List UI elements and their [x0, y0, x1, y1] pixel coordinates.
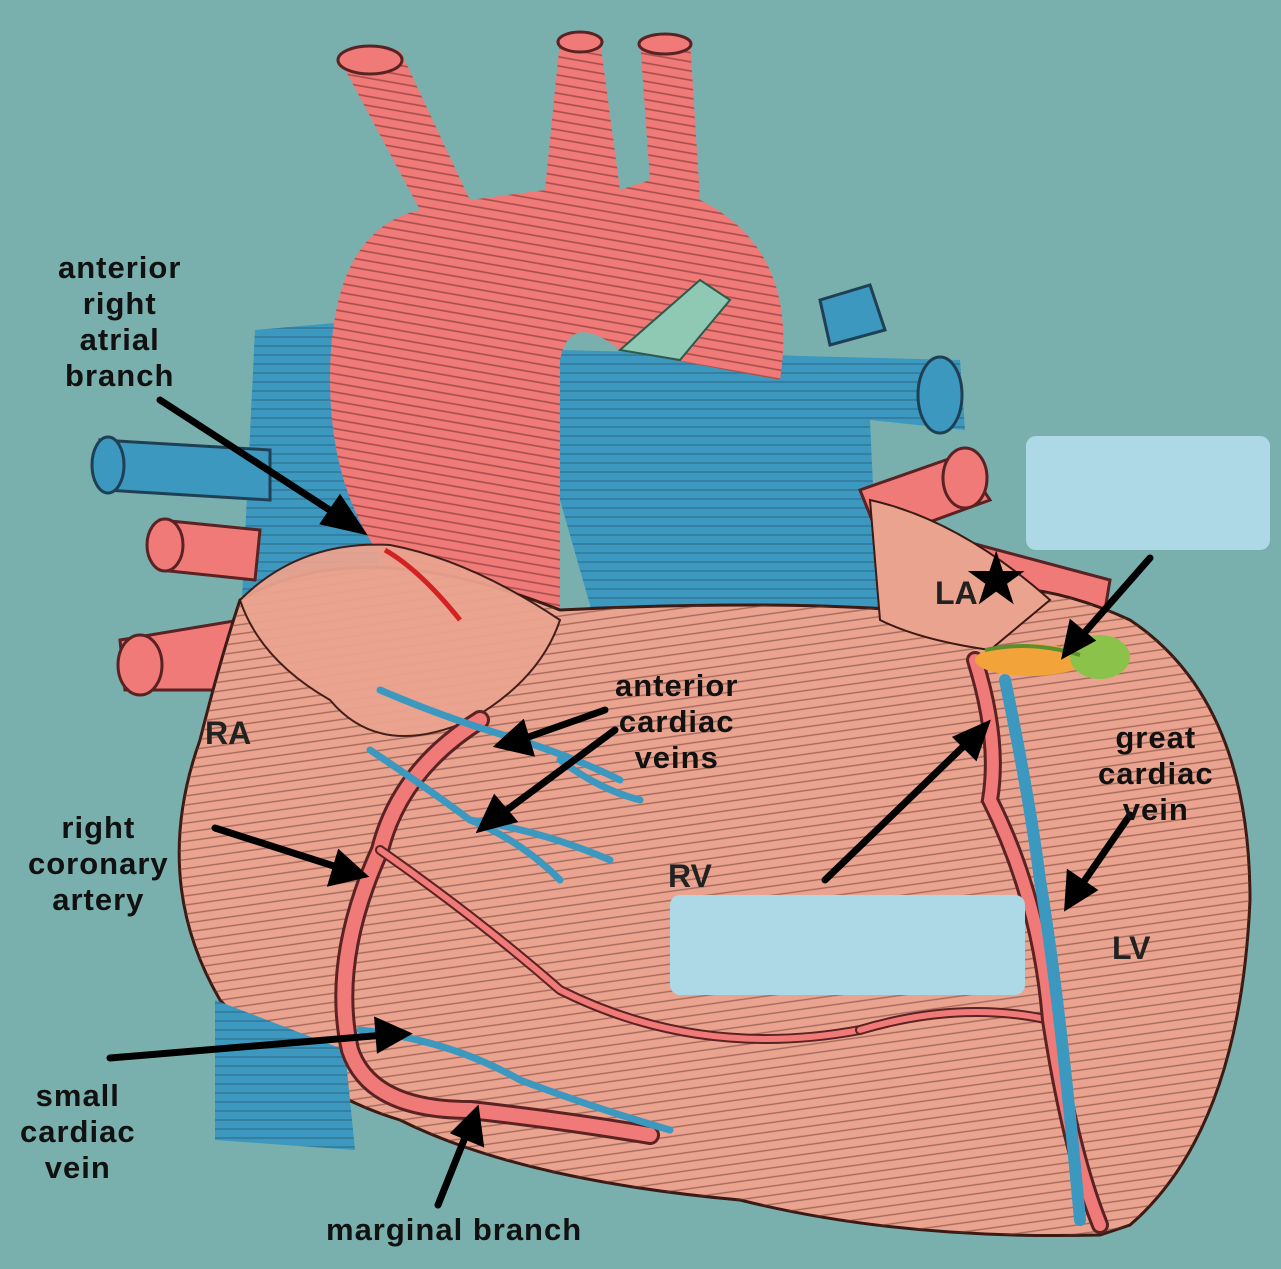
label-line: branch — [65, 358, 175, 393]
label-line: veins — [634, 740, 719, 775]
chamber-rv: RV — [668, 858, 712, 894]
anterior-right-atrial-branch-vessel — [383, 547, 462, 622]
label-right-coronary-artery: right coronary artery — [28, 810, 169, 918]
small-cardiac-vein-vessel — [356, 1026, 674, 1134]
label-line: cardiac — [20, 1114, 136, 1149]
label-line: great — [1115, 720, 1197, 755]
chamber-ra: RA — [205, 715, 252, 751]
label-line: anterior — [615, 668, 739, 703]
answer-box-top-right[interactable] — [1026, 436, 1270, 550]
label-line: small — [35, 1078, 120, 1113]
label-line: vein — [1122, 792, 1189, 827]
right-coronary-artery-vessel — [334, 710, 1055, 1145]
right-pulmonary-veins — [90, 435, 272, 697]
label-line: right — [61, 810, 136, 845]
chamber-lv: LV — [1112, 930, 1151, 966]
label-line: vein — [44, 1150, 111, 1185]
inferior-vena-cava — [215, 1000, 355, 1150]
label-line: right — [82, 286, 157, 321]
label-line: anterior — [58, 250, 182, 285]
label-line: artery — [52, 882, 145, 917]
label-line: atrial — [79, 322, 160, 357]
chamber-la: LA — [935, 575, 978, 611]
aorta — [330, 30, 784, 623]
label-line: cardiac — [1098, 756, 1214, 791]
label-marginal-branch: marginal branch — [326, 1212, 583, 1247]
star-marker-icon: ★ — [963, 536, 1030, 622]
pulmonary-trunk — [560, 283, 965, 640]
label-small-cardiac-vein: small cardiac vein — [20, 1078, 136, 1186]
label-anterior-right-atrial-branch: anterior right atrial branch — [58, 250, 181, 394]
answer-box-center[interactable] — [670, 895, 1025, 995]
label-anterior-cardiac-veins: anterior cardiac veins — [615, 668, 738, 776]
pointer-arrows — [106, 396, 1154, 1209]
label-line: coronary — [28, 846, 169, 881]
label-line: cardiac — [618, 704, 735, 739]
great-cardiac-vein-vessel — [999, 674, 1086, 1226]
label-great-cardiac-vein: great cardiac vein — [1098, 720, 1214, 828]
